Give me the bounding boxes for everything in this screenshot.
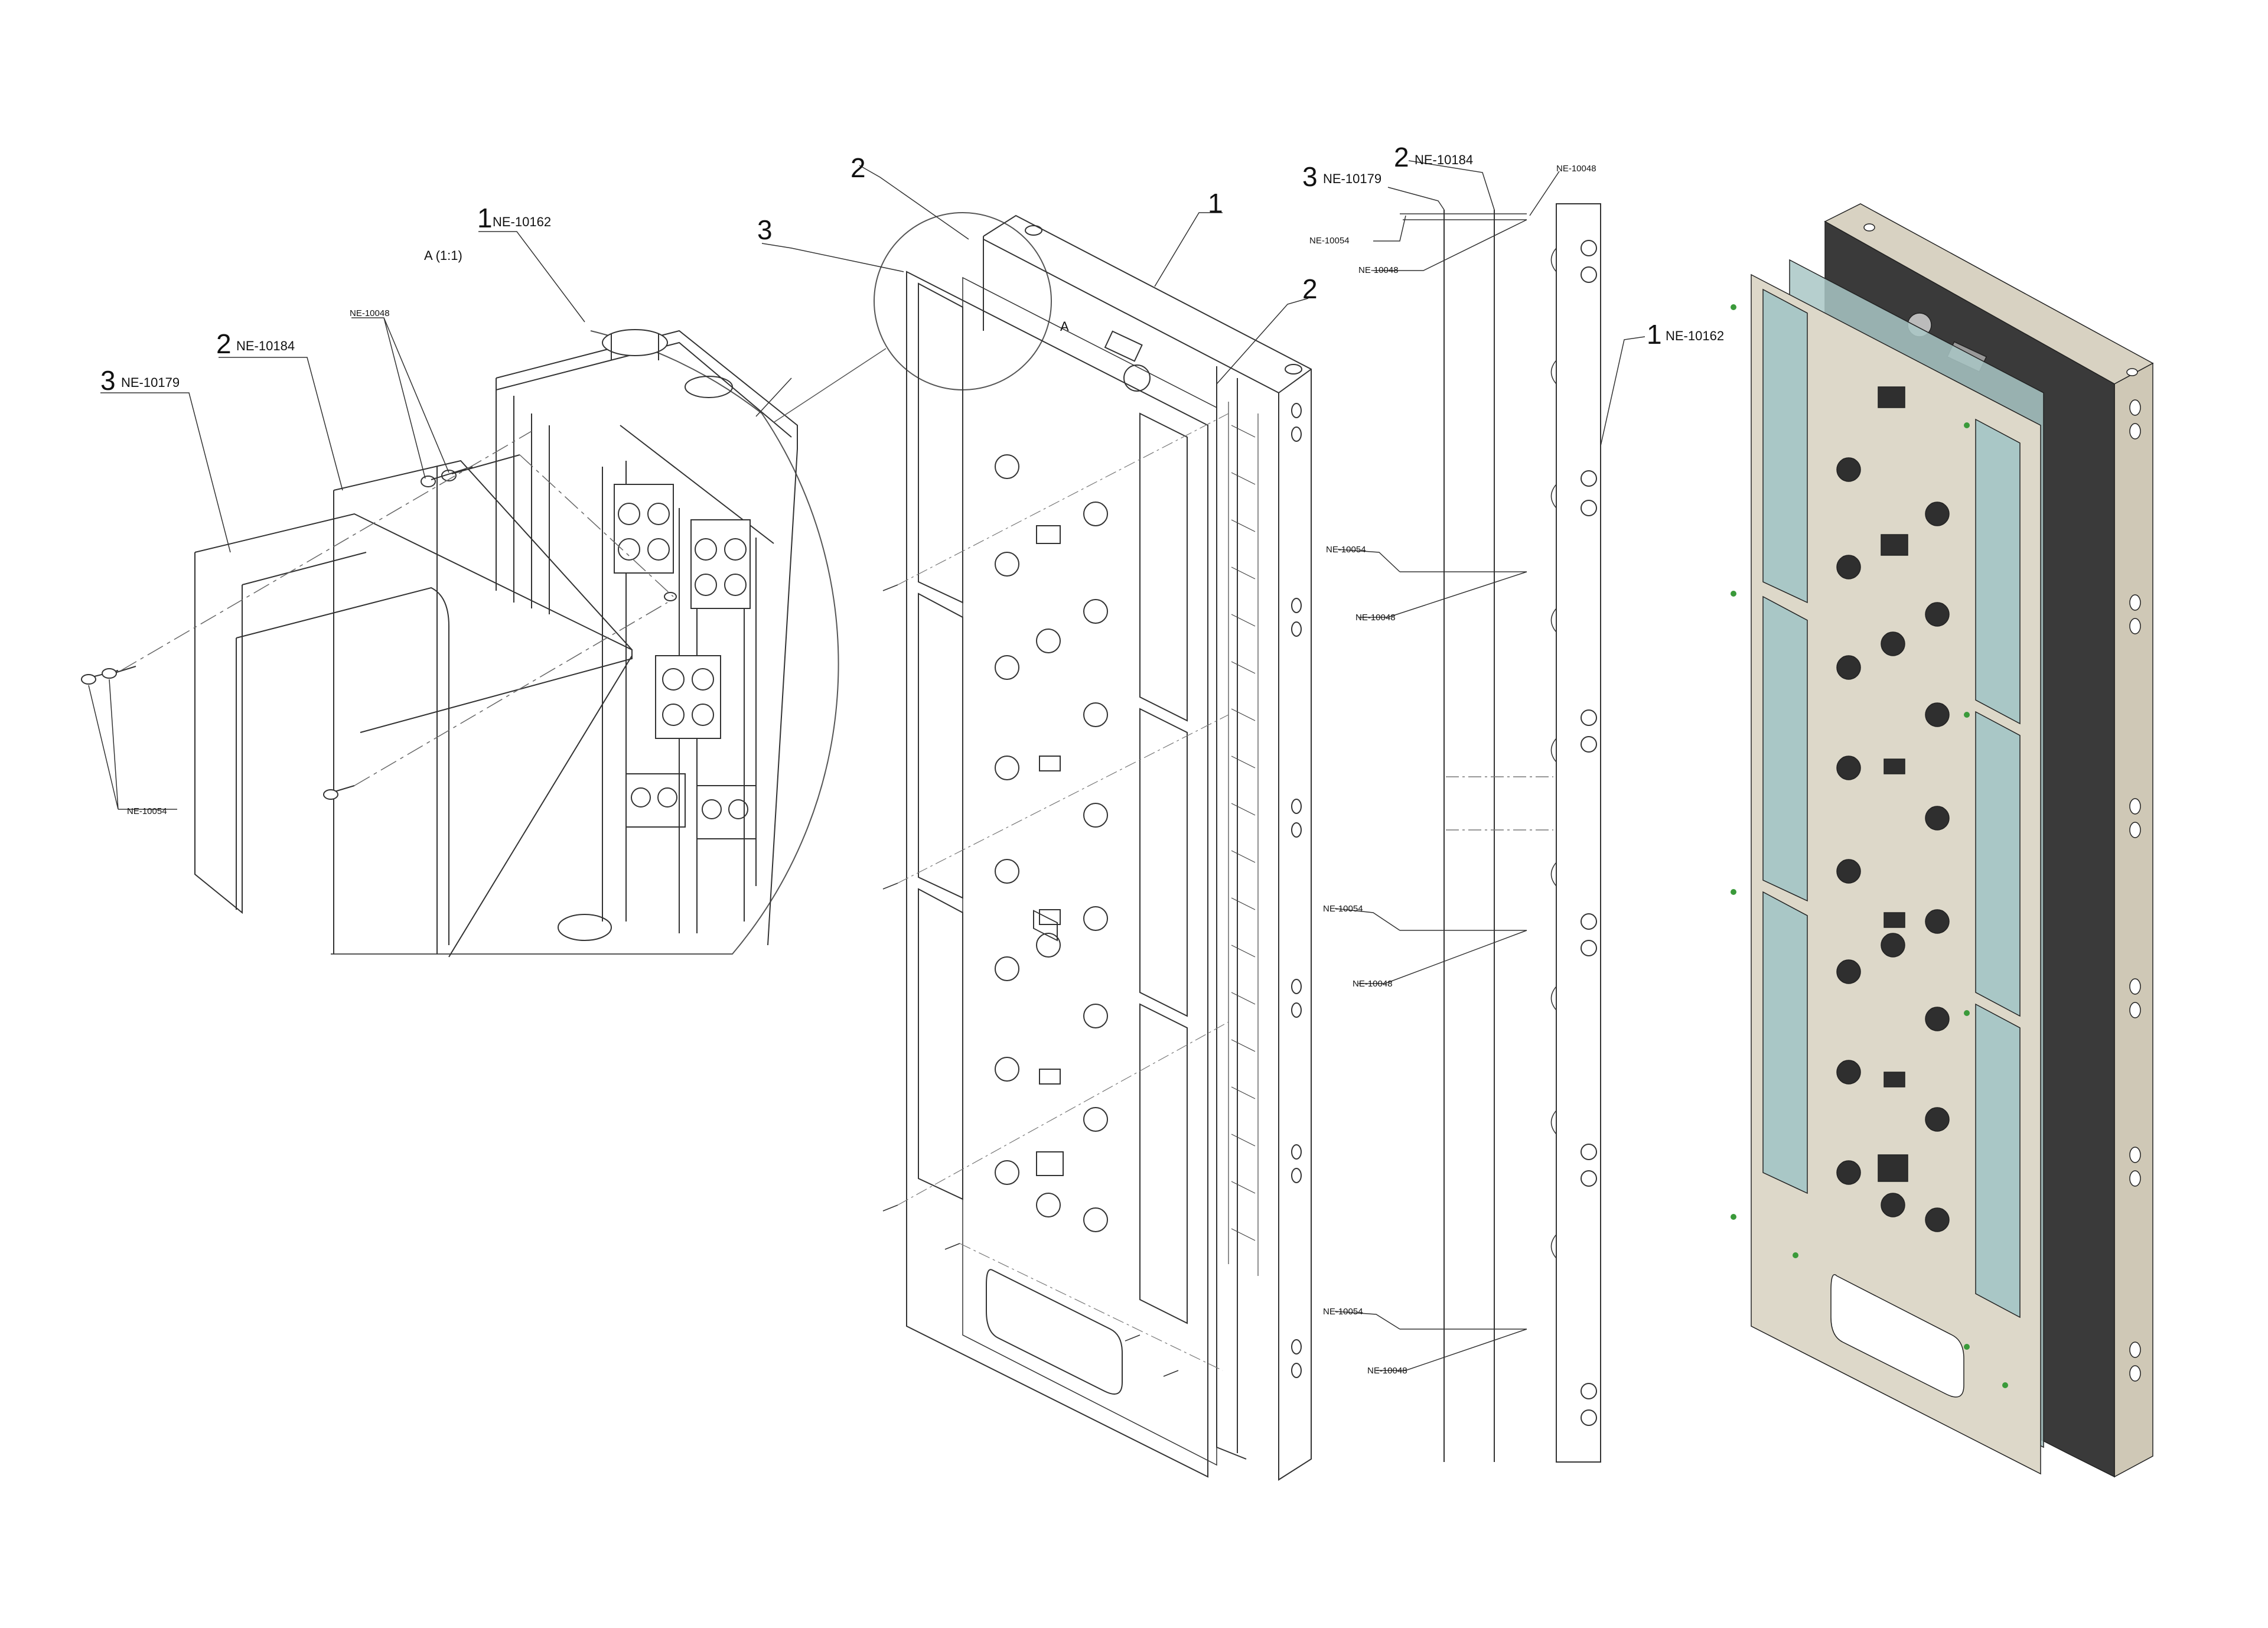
side-hw-label: NE-10054 [1323, 1307, 1363, 1317]
rendered-view [1731, 203, 2154, 1478]
rendered-panel-cutouts [1878, 386, 1908, 1182]
side-item-3-num: 3 [1302, 161, 1318, 192]
detail-spacer-label: NE-10048 [350, 308, 390, 318]
enclosure-corner [496, 329, 798, 946]
side-hw-label: NE-10048 [1367, 1366, 1407, 1376]
terminal-block [696, 785, 757, 839]
terminal-column [1228, 402, 1259, 1276]
detail-item-1-part: NE-10162 [493, 214, 551, 229]
exploded-screws [882, 584, 1179, 1377]
side-hw-label: NE-10054 [1323, 904, 1363, 914]
side-enclosure-part-1 [1556, 203, 1601, 1463]
detail-item-2-num: 2 [216, 328, 232, 359]
side-hw-label: NE-10048 [1556, 164, 1596, 174]
detail-item-3-num: 3 [100, 365, 116, 396]
enclosure-side-holes [1291, 403, 1302, 1378]
detail-item-2-part: NE-10184 [236, 338, 295, 353]
rendered-front-panel [1751, 273, 2041, 1475]
side-hw-label: NE-10048 [1353, 979, 1393, 989]
rendered-panel-holes [1836, 457, 1950, 1232]
rendered-enclosure-side [2114, 362, 2153, 1478]
detail-panel-part-3 [194, 513, 633, 914]
side-hw-label: NE-10048 [1355, 613, 1396, 623]
assembly-axes [120, 431, 674, 786]
side-view [1334, 160, 1645, 1463]
exploded-item-3-num: 3 [757, 214, 773, 245]
detail-item-3-part: NE-10179 [121, 375, 180, 390]
rendered-screws [1731, 304, 2008, 1388]
panel-cutouts [1033, 525, 1064, 1176]
exploded-axes [897, 413, 1229, 1371]
detail-plate-part-2 [333, 460, 633, 958]
exploded-front-panel [906, 271, 1208, 1478]
detail-leaders [88, 231, 792, 810]
side-item-1-num: 1 [1647, 319, 1662, 350]
side-bumps [1550, 248, 1557, 1259]
terminal-block [690, 519, 751, 609]
side-item-2-part: NE-10184 [1415, 152, 1473, 167]
exploded-item-2-num: 2 [850, 152, 866, 183]
detail-view-label: A (1:1) [424, 248, 462, 263]
detail-callout-letter: A [1060, 319, 1069, 334]
exploded-leaders [761, 165, 1309, 385]
exploded-view [761, 165, 1312, 1481]
side-item-1-part: NE-10162 [1666, 328, 1724, 343]
detail-screws [81, 454, 677, 800]
terminal-block [655, 655, 721, 739]
panel-holes [995, 454, 1108, 1232]
side-holes [1581, 240, 1597, 1426]
side-hw-label: NE-10054 [1326, 545, 1366, 555]
side-item-3-part: NE-10179 [1323, 171, 1381, 186]
side-item-2-num: 2 [1394, 142, 1409, 172]
detail-boundary-arc [331, 413, 839, 955]
side-leaders [1334, 160, 1645, 1371]
side-hw-label: NE-10054 [1309, 236, 1350, 246]
exploded-item-2b-num: 2 [1302, 273, 1318, 304]
terminal-block [625, 773, 686, 828]
detail-view-a [81, 231, 839, 958]
rendered-side-holes [1863, 223, 2141, 1382]
side-hardware [1400, 213, 1553, 1330]
terminal-block [614, 484, 674, 574]
exploded-plate-part-2 [962, 276, 1217, 1466]
detail-item-1-num: 1 [477, 203, 493, 233]
exploded-item-1-num: 1 [1208, 188, 1223, 219]
detail-screw-label: NE-10054 [127, 806, 167, 816]
side-hw-label: NE-10048 [1358, 265, 1399, 275]
